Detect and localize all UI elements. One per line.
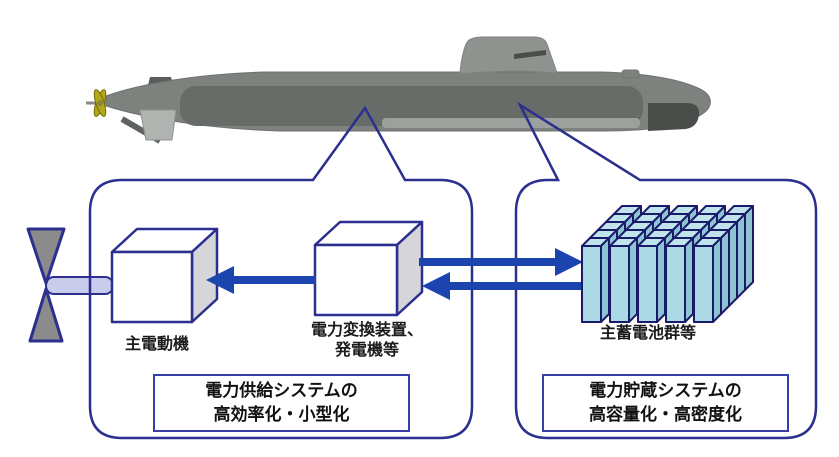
- hull-bottom-stripe: [382, 118, 640, 128]
- power-storage-caption-line1: 電力貯蔵システムの: [589, 381, 742, 401]
- arrow-converter-to-motor: [206, 266, 316, 294]
- power-storage-caption-line2: 高容量化・高密度化: [589, 405, 742, 425]
- converter-label-line2: 発電機等: [334, 340, 399, 359]
- motor-cube: [110, 227, 219, 324]
- power-storage-caption-box: 電力貯蔵システムの 高容量化・高密度化: [542, 374, 789, 432]
- battery-label: 主蓄電池群等: [599, 323, 696, 342]
- sail-plane-icon: [514, 50, 546, 59]
- arrow-converter-to-battery: [419, 248, 583, 276]
- power-supply-caption-line1: 電力供給システムの: [205, 381, 358, 401]
- submarine-propeller-icon: [93, 89, 107, 117]
- deck-bump: [621, 69, 640, 79]
- submarine-illustration: [86, 36, 711, 144]
- sail: [459, 36, 558, 75]
- power-supply-caption-line2: 高効率化・小型化: [213, 405, 350, 425]
- lower-rudder: [139, 109, 177, 141]
- motor-label: 主電動機: [124, 334, 189, 353]
- propeller-icon: [26, 227, 66, 343]
- converter-label: 電力変換装置、 発電機等: [272, 320, 462, 360]
- motor-shaft: [45, 276, 114, 295]
- arrow-battery-to-converter: [422, 272, 586, 300]
- converter-label-line1: 電力変換装置、: [310, 320, 423, 339]
- flank-band: [180, 86, 643, 126]
- converter-cube: [313, 220, 424, 317]
- callout-power-supply: [88, 105, 474, 440]
- callout-power-storage: [514, 101, 818, 440]
- power-supply-caption-box: 電力供給システムの 高効率化・小型化: [153, 374, 410, 432]
- battery-stack: [581, 205, 754, 323]
- bow-sonar-panel: [648, 103, 700, 131]
